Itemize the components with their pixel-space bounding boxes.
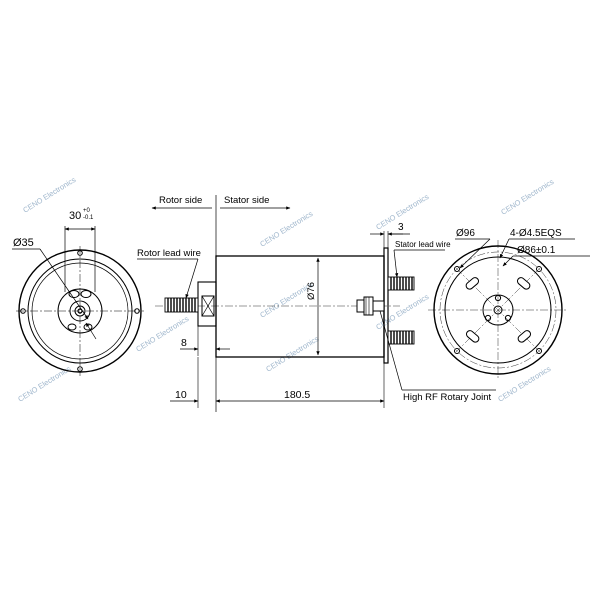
stator-lead-wire xyxy=(387,276,415,345)
mount-hole xyxy=(536,348,542,354)
wire-bundle xyxy=(80,290,92,298)
mount-hole xyxy=(77,250,83,256)
rotor-end-view: Ø35 30 +0 -0.1 xyxy=(12,208,144,376)
dim-tol-upper: +0 xyxy=(83,208,91,214)
wire-slot xyxy=(465,330,480,343)
dim-shaft-len: 8 xyxy=(181,337,187,349)
stator-lead-leader xyxy=(393,249,399,278)
watermark: CENO Electronics xyxy=(264,334,320,374)
watermark: CENO Electronics xyxy=(496,364,552,404)
mount-hole xyxy=(20,308,26,314)
rotor-lead-wire xyxy=(164,297,199,313)
leader-96 xyxy=(459,238,491,269)
watermark: CENO Electronics xyxy=(21,175,77,215)
dim-flange-thickness: 3 xyxy=(398,222,404,233)
wire-slot xyxy=(465,277,480,290)
dim-holes: 4-Ø4.5EQS xyxy=(510,228,562,239)
dim-width-label: 30 xyxy=(69,210,81,222)
rf-core xyxy=(77,308,83,314)
dim-pcd: Ø86±0.1 xyxy=(517,245,556,256)
hub-hole xyxy=(504,314,512,322)
wire-bundle xyxy=(68,290,80,298)
leader-pcd xyxy=(502,255,514,267)
dim-tol-lower: -0.1 xyxy=(83,215,94,221)
rf-leader xyxy=(379,310,403,391)
watermark: CENO Electronics xyxy=(258,209,314,249)
dim-body-diameter: Ø76 xyxy=(306,282,317,300)
mount-hole xyxy=(536,266,542,272)
watermark: CENO Electronics xyxy=(374,292,430,332)
wire-slot xyxy=(516,277,531,290)
dim-body-length: 180.5 xyxy=(284,389,310,401)
side-view: Rotor side Stator side Rotor lead wire xyxy=(137,195,496,412)
rotor-lead-label: Rotor lead wire xyxy=(137,248,201,259)
wire-bundle xyxy=(67,323,77,331)
rotor-side-label: Rotor side xyxy=(159,195,202,206)
rf-connector xyxy=(356,296,385,316)
stator-end-view: Ø96 4-Ø4.5EQS Ø86±0.1 xyxy=(428,228,590,380)
watermark: CENO Electronics xyxy=(499,177,555,217)
wire-bundle xyxy=(83,323,93,331)
rotor-shaft-cross xyxy=(201,295,215,317)
hub-hole xyxy=(494,294,502,302)
leader-holes xyxy=(499,238,510,259)
stator-lead-label: Stator lead wire xyxy=(395,240,451,249)
dim-flange-diameter: Ø96 xyxy=(456,228,475,239)
mount-hole xyxy=(134,308,140,314)
rotor-lead-leader xyxy=(185,258,199,299)
mount-hole xyxy=(77,366,83,372)
rotor-shaft-core xyxy=(201,295,215,317)
leader-35-b xyxy=(85,322,97,340)
mount-hole xyxy=(454,348,460,354)
wire-slot xyxy=(517,330,532,343)
hub-hole xyxy=(484,314,492,322)
leader-35 xyxy=(39,248,89,320)
mount-hole xyxy=(454,266,460,272)
dim-shaft-overall: 10 xyxy=(175,389,187,401)
rf-joint-label: High RF Rotary Joint xyxy=(403,392,492,403)
dim-bore-label: Ø35 xyxy=(13,237,34,249)
stator-side-label: Stator side xyxy=(224,195,269,206)
